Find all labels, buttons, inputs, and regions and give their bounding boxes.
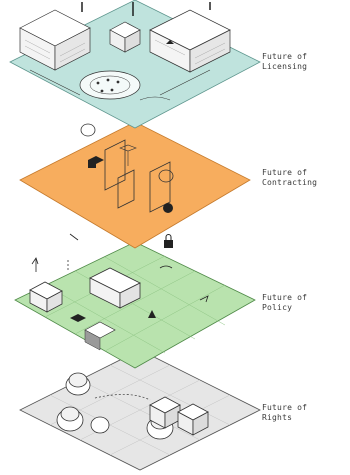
block-building-icon <box>29 267 141 313</box>
antenna-icon <box>81 2 211 16</box>
arrow-icon <box>31 233 209 303</box>
label-future-of-licensing: Future of Licensing <box>262 52 348 72</box>
tree-icon <box>56 372 174 440</box>
cube-building-icon <box>149 396 209 436</box>
label-line2: Licensing <box>262 62 308 71</box>
policy-layer <box>14 233 256 369</box>
label-line1: Future of <box>262 293 308 302</box>
contracting-layer <box>19 121 251 249</box>
label-line1: Future of <box>262 52 308 61</box>
label-line2: Rights <box>262 413 293 422</box>
label-future-of-contracting: Future of Contracting <box>262 168 348 188</box>
licensing-layer <box>9 0 261 129</box>
label-future-of-rights: Future of Rights <box>262 403 348 423</box>
document-icon <box>104 139 171 213</box>
number-badge-icon <box>80 123 174 183</box>
contracting-plane <box>19 121 251 249</box>
label-line1: Future of <box>262 168 308 177</box>
label-future-of-policy: Future of Policy <box>262 293 348 313</box>
wheel-icon <box>96 78 120 93</box>
label-line2: Contracting <box>262 178 318 187</box>
label-line2: Policy <box>262 303 293 312</box>
rights-layer <box>19 349 261 471</box>
padlock-icon <box>164 234 173 248</box>
pin-icon <box>70 310 156 322</box>
label-line1: Future of <box>262 403 308 412</box>
